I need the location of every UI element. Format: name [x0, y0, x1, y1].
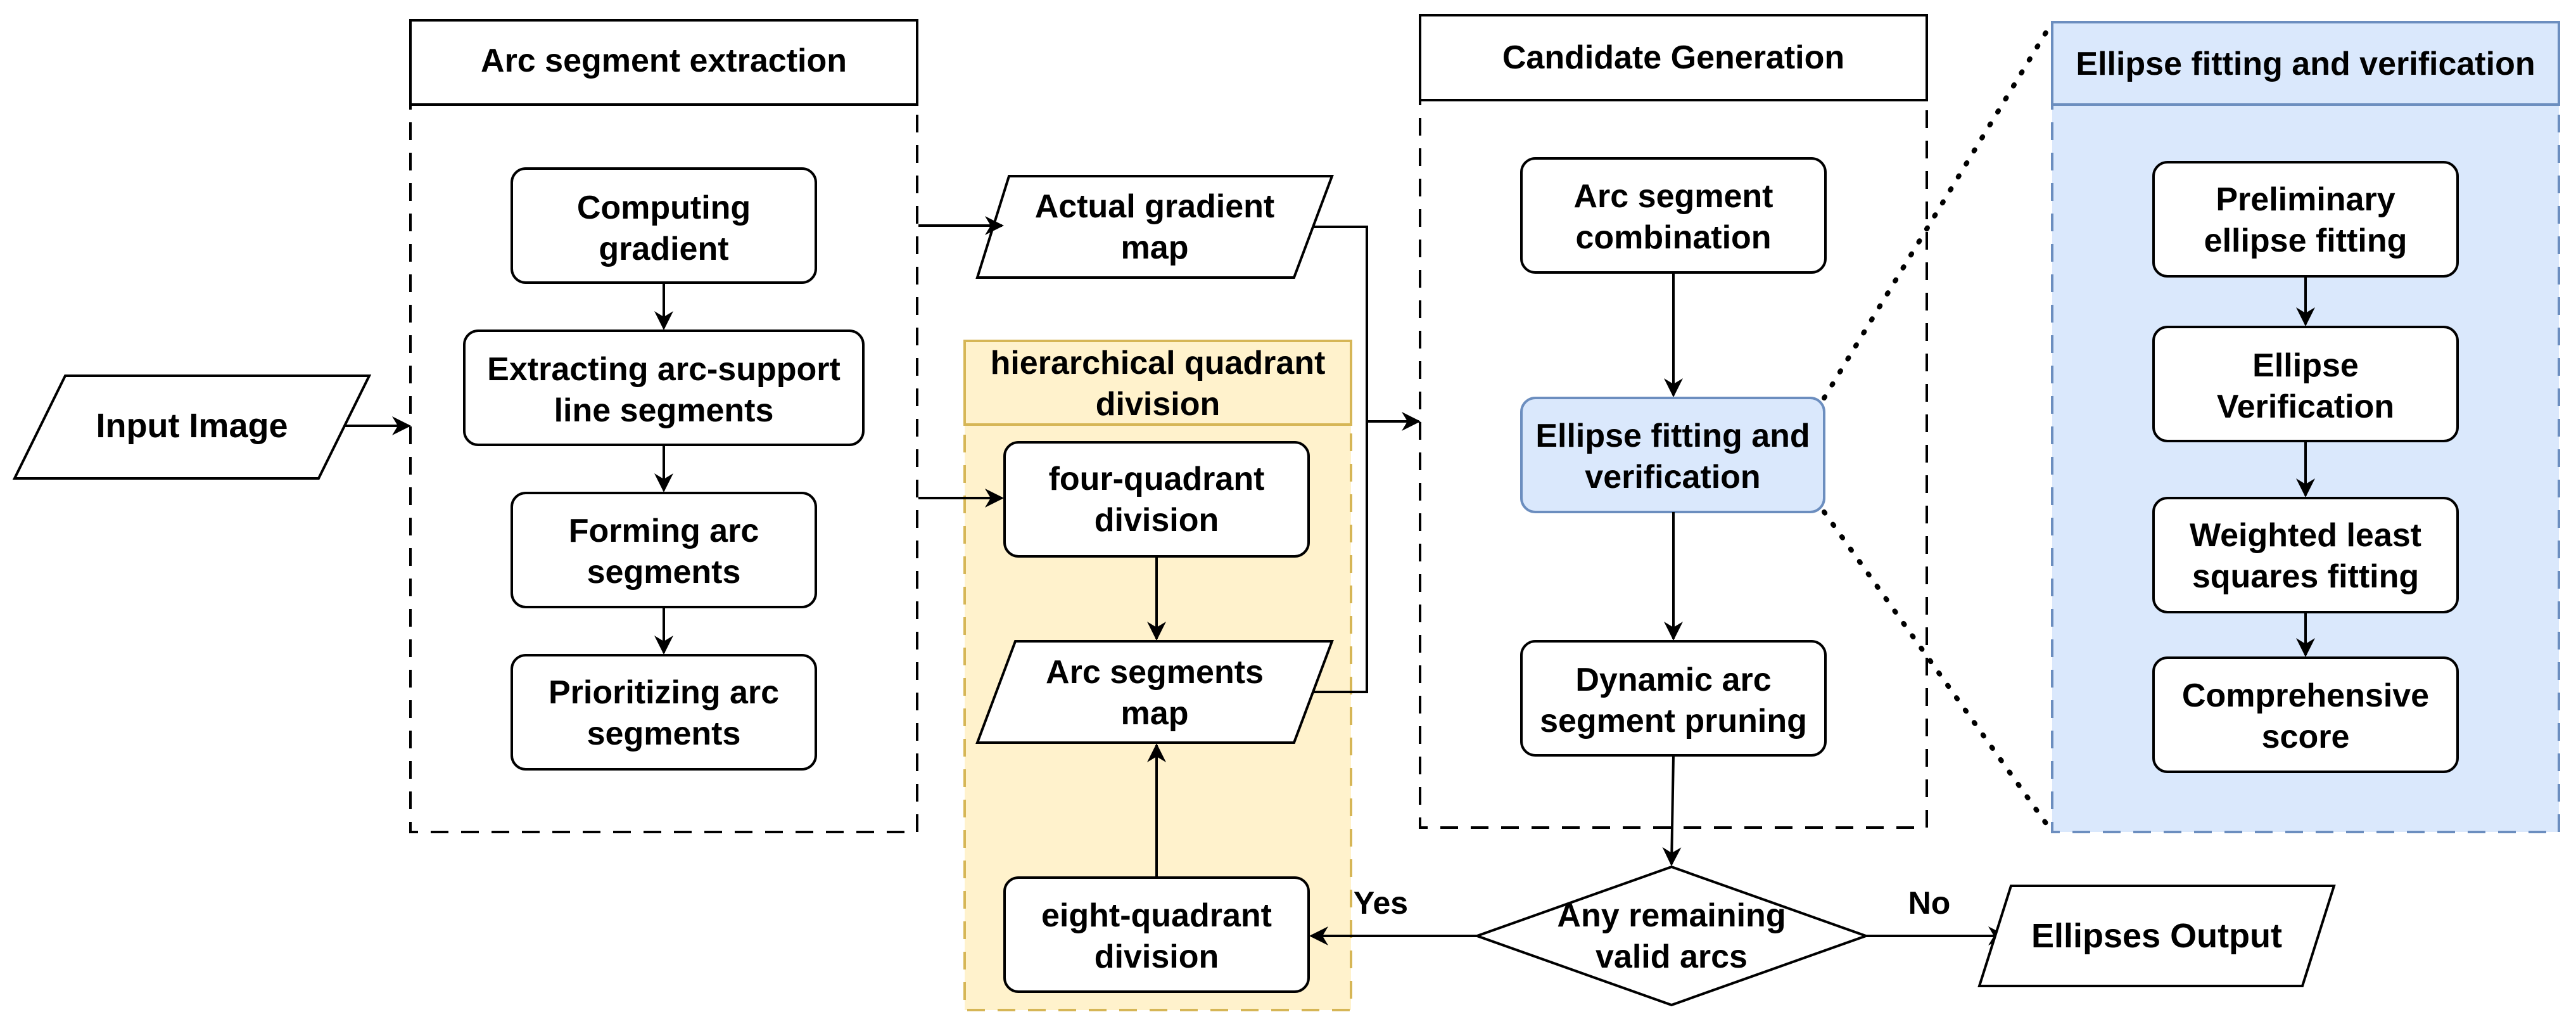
zoom-line-bottom — [1822, 509, 2055, 835]
ellipses-output-node — [1977, 885, 2336, 987]
combination-line-2: combination — [1575, 219, 1771, 256]
ellipses-output-label: Ellipses Output — [2031, 917, 2282, 955]
arc-map-line-1: Arc segments — [1046, 654, 1264, 691]
four-quadrant-line-1: four-quadrant — [1049, 461, 1265, 497]
panel-step-score-line-1: Comprehensive — [2182, 677, 2429, 714]
four-quadrant-line-2: division — [1094, 502, 1219, 539]
panel-step-weighted-line-2: squares fitting — [2192, 558, 2419, 595]
pruning-line-2: segment pruning — [1540, 703, 1807, 739]
panel-step-weighted-least-squares: Weighted least squares fitting — [2152, 497, 2459, 613]
decision-line-1: Any remaining — [1557, 897, 1786, 934]
step-forming-line-1: Forming arc — [569, 513, 759, 549]
quadrant-title-line-2: division — [1096, 386, 1220, 423]
panel-step-preliminary-line-1: Preliminary — [2216, 181, 2395, 218]
arc-segment-combination: Arc segment combination — [1520, 157, 1827, 274]
step-prioritizing-line-2: segments — [587, 715, 741, 752]
step-computing-gradient: Computing gradient — [511, 167, 817, 284]
step-extracting-line-segments: Extracting arc-support line segments — [463, 330, 865, 446]
arc-map-line-2: map — [1121, 695, 1189, 732]
candidate-title-box — [1419, 14, 1928, 101]
gradient-map-line-1: Actual gradient — [1035, 188, 1275, 225]
gradient-map-node — [975, 175, 1334, 279]
four-quadrant-division: four-quadrant division — [1003, 441, 1310, 558]
gradient-map-line-2: map — [1121, 229, 1189, 266]
step-prioritizing-arc-segments: Prioritizing arc segments — [511, 654, 817, 771]
pruning-line-1: Dynamic arc — [1575, 662, 1771, 698]
ellipse-panel-title: Ellipse fitting and verification — [2076, 46, 2535, 82]
input-image-node — [12, 374, 372, 480]
panel-step-comprehensive-score: Comprehensive score — [2152, 656, 2459, 773]
panel-step-verification-line-2: Verification — [2217, 388, 2394, 425]
eight-quadrant-line-2: division — [1094, 938, 1219, 975]
step-computing-gradient-line-1: Computing — [577, 189, 751, 226]
input-image-label: Input Image — [96, 407, 288, 445]
step-extracting-line-2: line segments — [554, 392, 774, 429]
eight-quadrant-division: eight-quadrant division — [1003, 876, 1310, 993]
step-forming-arc-segments: Forming arc segments — [511, 492, 817, 608]
step-computing-gradient-line-2: gradient — [599, 231, 728, 267]
panel-step-preliminary-line-2: ellipse fitting — [2204, 222, 2408, 259]
ellipse-fitting-verification-node: Ellipse fitting and verification — [1520, 397, 1825, 513]
arrow-pruning-to-decision — [1662, 755, 1682, 866]
step-prioritizing-line-1: Prioritizing arc — [549, 674, 779, 711]
eight-quadrant-line-1: eight-quadrant — [1041, 897, 1272, 934]
quadrant-title-box — [963, 340, 1352, 426]
combination-line-1: Arc segment — [1574, 178, 1773, 215]
connector-gradient-map — [1313, 226, 1368, 693]
zoom-line-top — [1822, 20, 2055, 400]
quadrant-title-line-1: hierarchical quadrant — [991, 345, 1326, 381]
panel-step-preliminary: Preliminary ellipse fitting — [2152, 161, 2459, 278]
panel-step-verification-line-1: Ellipse — [2252, 347, 2359, 384]
fitting-line-2: verification — [1585, 459, 1760, 496]
decision-no-label: No — [1908, 885, 1951, 921]
arc-extraction-title: Arc segment extraction — [481, 42, 847, 79]
decision-line-2: valid arcs — [1596, 938, 1748, 975]
ellipse-panel-title-box — [2051, 21, 2560, 106]
step-extracting-line-1: Extracting arc-support — [487, 351, 841, 388]
dynamic-arc-pruning: Dynamic arc segment pruning — [1520, 640, 1827, 757]
fitting-line-1: Ellipse fitting and — [1535, 418, 1810, 454]
arc-segments-map-node — [975, 640, 1334, 744]
arc-extraction-title-box — [409, 19, 918, 106]
decision-yes-label: Yes — [1354, 885, 1408, 921]
panel-step-score-line-2: score — [2262, 719, 2350, 755]
step-forming-line-2: segments — [587, 554, 741, 591]
panel-step-verification: Ellipse Verification — [2152, 326, 2459, 442]
candidate-title: Candidate Generation — [1502, 39, 1844, 76]
panel-step-weighted-line-1: Weighted least — [2190, 517, 2421, 554]
decision-diamond — [1473, 865, 1870, 1007]
